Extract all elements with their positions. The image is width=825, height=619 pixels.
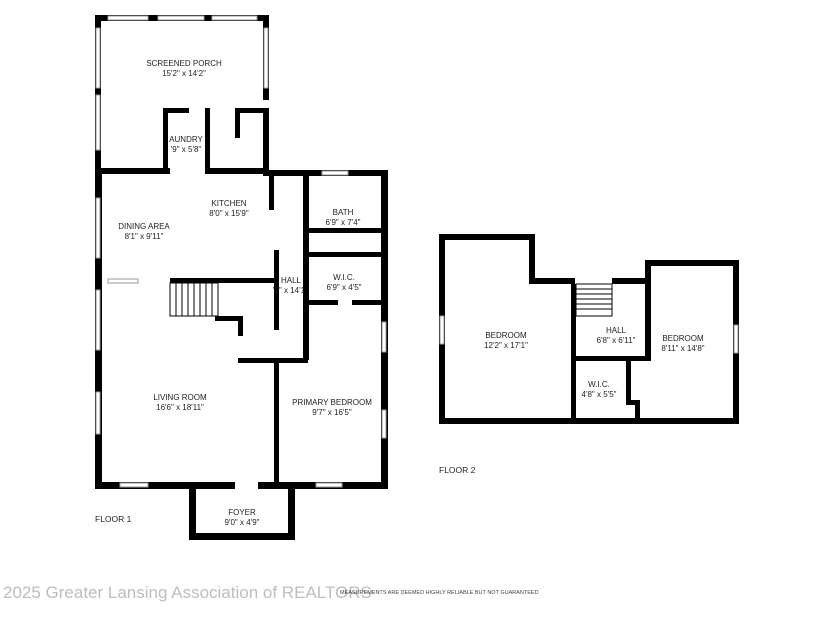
room-name: PRIMARY BEDROOM — [292, 398, 372, 407]
room-screened-porch: SCREENED PORCH 15'2" x 14'2" — [146, 59, 222, 78]
floor1-stairs — [169, 282, 219, 317]
room-dims: 9'0" x 4'9" — [225, 518, 260, 527]
room-name: HALL — [606, 326, 627, 335]
room-kitchen: KITCHEN 8'0" x 15'9" — [209, 199, 249, 218]
room-foyer: FOYER 9'0" x 4'9" — [225, 508, 260, 527]
room-bedroom-right: BEDROOM 8'11" x 14'8" — [661, 334, 704, 353]
room-name: W.I.C. — [333, 273, 355, 282]
room-dims: '7" x 14'1 — [273, 286, 306, 295]
watermark: 2025 Greater Lansing Association of REAL… — [3, 583, 372, 602]
room-name: BATH — [333, 208, 354, 217]
floor-label: FLOOR 2 — [439, 465, 476, 475]
room-bath: BATH 6'9" x 7'4" — [326, 208, 361, 227]
room-dims: 6'8" x 6'11" — [597, 336, 636, 345]
disclaimer: MEASUREMENTS ARE DEEMED HIGHLY RELIABLE … — [340, 590, 539, 596]
room-name: W.I.C. — [588, 380, 610, 389]
floor1-windows — [95, 15, 387, 488]
room-name: FOYER — [228, 508, 256, 517]
floor2-windows — [439, 315, 739, 354]
room-name: AUNDRY — [169, 135, 203, 144]
room-name: LIVING ROOM — [153, 393, 207, 402]
room-dims: 6'9" x 4'5" — [327, 283, 362, 292]
room-dims: 12'2" x 17'1" — [484, 341, 528, 350]
room-name: BEDROOM — [485, 331, 527, 340]
room-dims: 8'1" x 9'11" — [125, 232, 164, 241]
room-dims: 16'6" x 18'11" — [156, 403, 204, 412]
room-name: SCREENED PORCH — [146, 59, 222, 68]
room-dims: 15'2" x 14'2" — [162, 69, 206, 78]
room-dims: 8'11" x 14'8" — [661, 344, 704, 353]
floor-label: FLOOR 1 — [95, 514, 132, 524]
room-bedroom-left: BEDROOM 12'2" x 17'1" — [484, 331, 528, 350]
room-laundry: AUNDRY '9" x 5'8" — [169, 135, 203, 154]
room-name: HALL — [281, 276, 302, 285]
room-hall-floor1: HALL '7" x 14'1 — [273, 276, 306, 295]
room-wic-floor1: W.I.C. 6'9" x 4'5" — [327, 273, 362, 292]
floor2-stairs — [575, 283, 613, 317]
room-name: KITCHEN — [211, 199, 246, 208]
room-dining-area: DINING AREA 8'1" x 9'11" — [118, 222, 170, 241]
room-hall-floor2: HALL 6'8" x 6'11" — [597, 326, 636, 345]
room-name: BEDROOM — [662, 334, 704, 343]
room-dims: 6'9" x 7'4" — [326, 218, 361, 227]
room-primary-bedroom: PRIMARY BEDROOM 9'7" x 16'5" — [292, 398, 372, 417]
room-dims: 4'8" x 5'5" — [582, 390, 617, 399]
room-dims: 8'0" x 15'9" — [209, 209, 249, 218]
room-dims: 9'7" x 16'5" — [312, 408, 352, 417]
room-wic-floor2: W.I.C. 4'8" x 5'5" — [582, 380, 617, 399]
room-dims: '9" x 5'8" — [171, 145, 202, 154]
room-name: DINING AREA — [118, 222, 170, 231]
room-living-room: LIVING ROOM 16'6" x 18'11" — [153, 393, 207, 412]
